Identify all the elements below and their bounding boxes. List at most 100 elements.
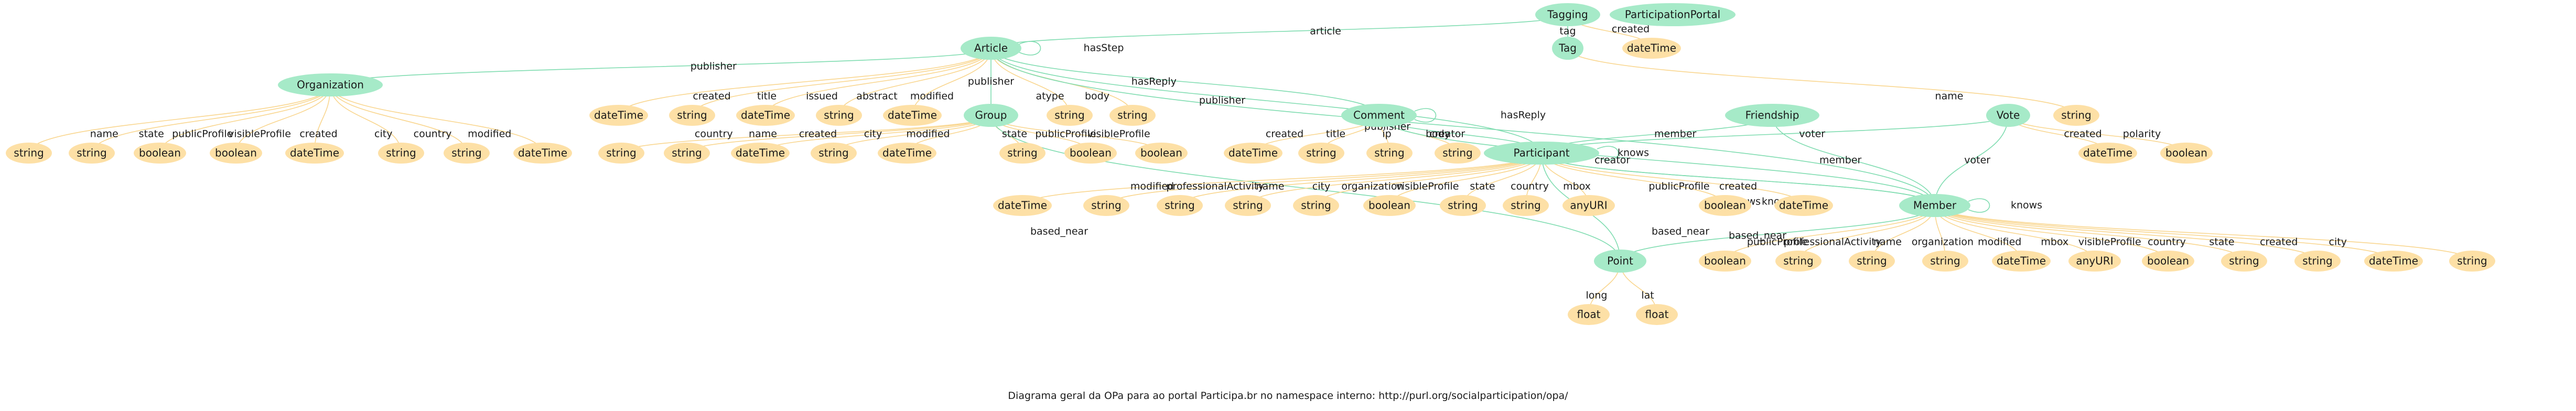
node-label: Article xyxy=(974,42,1008,55)
node-shape xyxy=(1922,251,1968,272)
edge-label: issued xyxy=(806,91,838,102)
node-shape xyxy=(2294,251,2341,272)
node-shape xyxy=(1986,104,2030,127)
node-shape xyxy=(2078,143,2137,164)
node-shape xyxy=(1366,143,1413,164)
node-label: string xyxy=(14,147,44,159)
edge-label: abstract xyxy=(856,91,897,102)
literal-node-par-name: string xyxy=(1157,195,1203,216)
literal-node-par-state: string xyxy=(1503,195,1549,216)
class-node-portal: ParticipationPortal xyxy=(1610,3,1736,26)
literal-node-par-org: string xyxy=(1293,195,1339,216)
node-label: dateTime xyxy=(1228,147,1278,159)
node-label: string xyxy=(1783,255,1813,267)
edge-label: publicProfile xyxy=(1648,181,1709,192)
node-shape xyxy=(1562,195,1615,216)
literal-node-grp-country: string xyxy=(598,143,644,164)
edge-label: title xyxy=(757,91,777,102)
literal-node-mem-prof: string xyxy=(1775,251,1821,272)
node-shape xyxy=(2160,143,2213,164)
literal-node-par-city: string xyxy=(1225,195,1271,216)
literal-node-par-mbox: anyURI xyxy=(1562,195,1615,216)
literal-node-art-modified: dateTime xyxy=(883,105,942,126)
node-shape xyxy=(2449,251,2495,272)
node-shape xyxy=(1636,304,1678,325)
node-label: string xyxy=(677,109,707,122)
node-shape xyxy=(378,143,424,164)
node-shape xyxy=(1064,143,1117,164)
node-shape xyxy=(134,143,186,164)
node-label: dateTime xyxy=(1779,199,1828,212)
edge-label: created xyxy=(799,128,837,140)
node-label: boolean xyxy=(2147,255,2189,267)
node-shape xyxy=(1363,195,1416,216)
literal-node-tagging-created: dateTime xyxy=(1622,38,1681,59)
edge-label: modified xyxy=(906,128,950,140)
literal-node-mem-org: string xyxy=(1922,251,1968,272)
node-label: Group xyxy=(975,109,1007,122)
node-shape xyxy=(1610,3,1736,26)
edge-label: state xyxy=(139,128,164,140)
edge-label: modified xyxy=(910,91,954,102)
literal-node-vote-created: dateTime xyxy=(2078,143,2137,164)
edge-label: organization xyxy=(1912,236,1974,248)
edge-based_near xyxy=(1620,205,1935,262)
literal-node-grp-created: dateTime xyxy=(731,143,790,164)
node-shape xyxy=(598,143,644,164)
edge-label: created xyxy=(2260,236,2298,248)
node-shape xyxy=(210,143,262,164)
node-label: Tagging xyxy=(1547,8,1588,21)
edge-label: city xyxy=(2329,236,2347,248)
node-label: Comment xyxy=(1353,109,1405,122)
edge-label: long xyxy=(1586,290,1607,301)
node-label: boolean xyxy=(1140,147,1182,159)
node-label: string xyxy=(77,147,106,159)
edge-label: visibleProfile xyxy=(1396,181,1459,192)
node-label: string xyxy=(824,109,854,122)
edge-article xyxy=(990,14,1568,49)
literal-node-grp-public: boolean xyxy=(1064,143,1117,164)
node-label: anyURI xyxy=(1570,199,1607,212)
edge-label: state xyxy=(1002,128,1027,140)
edge-label: hasStep xyxy=(1084,42,1124,54)
edge-publicProfile xyxy=(159,84,331,154)
edge-label: publicProfile xyxy=(172,128,233,140)
node-label: string xyxy=(2457,255,2487,267)
node-shape xyxy=(444,143,490,164)
node-label: dateTime xyxy=(1997,255,2046,267)
edge-created xyxy=(1934,205,2394,262)
edge-label: country xyxy=(414,128,452,140)
node-shape xyxy=(1225,195,1271,216)
node-shape xyxy=(2068,251,2121,272)
edge-label: name xyxy=(1256,181,1285,192)
edge-label: atype xyxy=(1036,91,1064,102)
literal-node-com-title: string xyxy=(1298,143,1344,164)
edge-country xyxy=(330,84,467,154)
edge-label: created xyxy=(693,91,730,102)
edge-knows xyxy=(1968,198,1990,213)
edge-label: modified xyxy=(468,128,511,140)
node-shape xyxy=(1224,143,1282,164)
node-label: dateTime xyxy=(882,147,932,159)
class-node-friendship: Friendship xyxy=(1725,104,1819,127)
node-shape xyxy=(1083,195,1129,216)
literal-node-org-visible: boolean xyxy=(210,143,262,164)
literal-node-mem-created: dateTime xyxy=(2364,251,2423,272)
edge-label: organization xyxy=(1341,181,1403,192)
edge-label: creator xyxy=(1594,155,1630,166)
node-label: Organization xyxy=(297,79,364,91)
edge-name xyxy=(1567,48,2077,116)
literal-node-org-name: string xyxy=(6,143,52,164)
node-label: string xyxy=(386,147,416,159)
node-shape xyxy=(589,105,648,126)
literal-node-pt-long: float xyxy=(1568,304,1610,325)
node-label: Vote xyxy=(1997,109,2020,122)
node-label: dateTime xyxy=(998,199,1047,212)
edge-publisher xyxy=(990,48,1542,154)
edge-label: lat xyxy=(1641,290,1654,301)
node-shape xyxy=(816,105,862,126)
edge-abstract xyxy=(838,48,991,116)
literal-node-mem-country: string xyxy=(2221,251,2267,272)
edge-knows xyxy=(1597,146,1619,160)
